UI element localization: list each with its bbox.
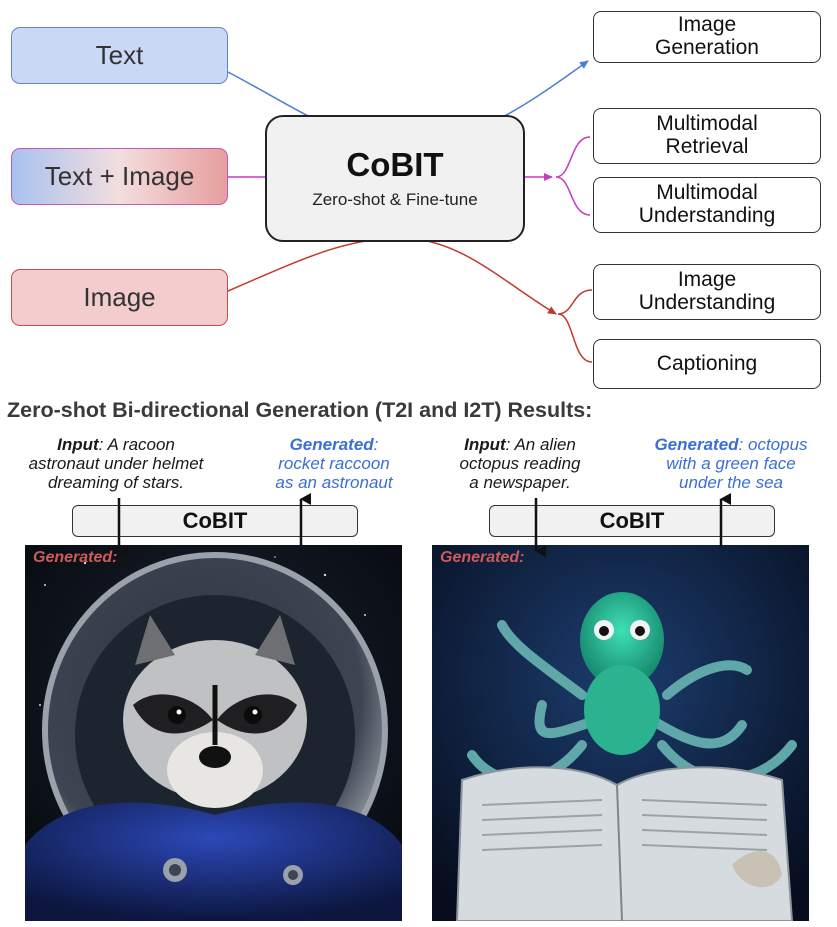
left-generated-caption: Generated: rocket raccoon as an astronau…	[250, 435, 418, 493]
output-image-generation-box: Image Generation	[593, 11, 821, 63]
input-text-box: Text	[11, 27, 228, 84]
caption-line: under the sea	[679, 473, 783, 493]
model-subtitle: Zero-shot & Fine-tune	[312, 189, 478, 209]
caption-line: astronaut under helmet	[28, 454, 204, 474]
output-line: Captioning	[656, 351, 758, 375]
output-captioning-box: Captioning	[593, 339, 821, 389]
model-title: CoBIT	[346, 146, 444, 184]
caption-line: rocket raccoon	[278, 454, 390, 474]
output-image-understanding-box: Image Understanding	[593, 264, 821, 320]
output-line: Image	[677, 268, 737, 292]
right-generated-image-label: Generated:	[440, 549, 525, 566]
input-text-image-box: Text + Image	[11, 148, 228, 205]
caption-line: : octopus	[738, 435, 808, 454]
input-text-image-label: Text + Image	[44, 161, 195, 191]
image-brace	[557, 289, 593, 363]
caption-line: :	[373, 435, 379, 454]
generated-label: Generated	[654, 435, 739, 454]
output-line: Multimodal	[656, 112, 758, 136]
input-image-box: Image	[11, 269, 228, 326]
input-image-label: Image	[83, 282, 156, 312]
output-line: Retrieval	[665, 135, 749, 158]
left-input-caption: Input: A racoon astronaut under helmet d…	[0, 435, 232, 493]
caption-line: : An alien	[505, 435, 576, 454]
caption-line: with a green face	[666, 454, 796, 474]
octopus-newspaper-image: Generated:	[432, 545, 809, 921]
output-line: Understanding	[638, 291, 776, 314]
caption-line: : A racoon	[98, 435, 175, 454]
text-image-brace	[555, 136, 591, 216]
input-label: Input	[57, 435, 99, 454]
input-text-label: Text	[95, 40, 144, 70]
output-multimodal-retrieval-box: Multimodal Retrieval	[593, 108, 821, 164]
generated-label: Generated	[289, 435, 374, 454]
output-line: Generation	[655, 36, 759, 59]
output-line: Image	[677, 13, 737, 37]
results-heading: Zero-shot Bi-directional Generation (T2I…	[7, 398, 593, 422]
output-line: Multimodal	[656, 181, 758, 205]
left-generated-image-label: Generated:	[33, 549, 118, 566]
output-multimodal-understanding-box: Multimodal Understanding	[593, 177, 821, 233]
caption-line: as an astronaut	[275, 473, 393, 493]
caption-line: octopus reading	[459, 454, 581, 474]
right-generated-caption: Generated: octopus with a green face und…	[625, 435, 837, 493]
cobit-model-box: CoBIT Zero-shot & Fine-tune	[265, 115, 525, 242]
output-line: Understanding	[638, 204, 776, 227]
caption-line: dreaming of stars.	[47, 473, 185, 493]
raccoon-astronaut-image: Generated:	[25, 545, 402, 921]
caption-line: a newspaper.	[469, 473, 571, 493]
input-label: Input	[464, 435, 506, 454]
right-input-caption: Input: An alien octopus reading a newspa…	[428, 435, 612, 493]
